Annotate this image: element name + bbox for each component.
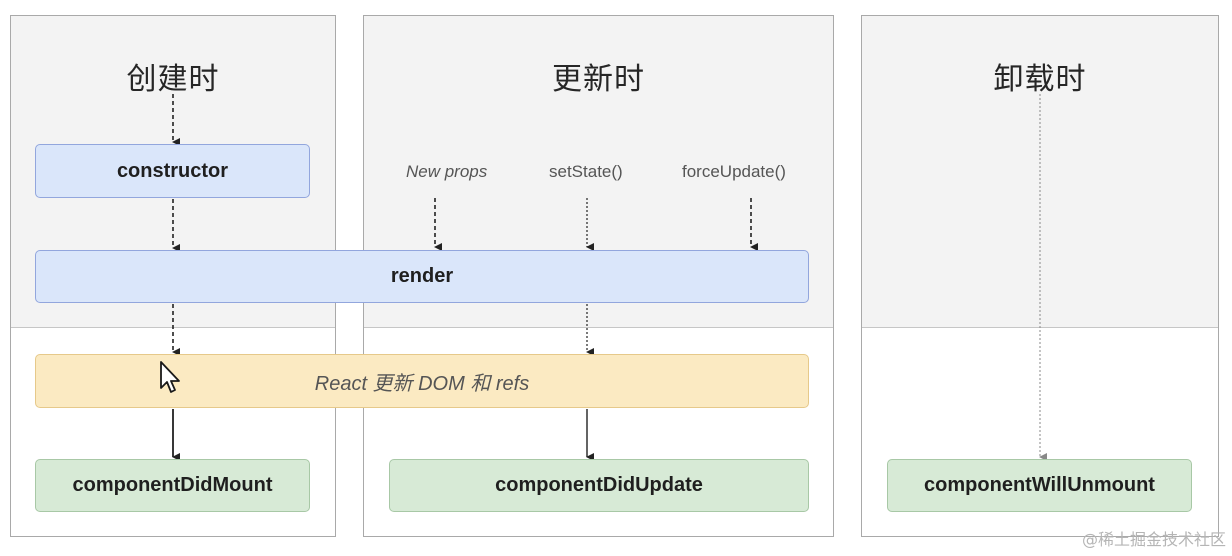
component-will-unmount-node: componentWillUnmount <box>887 459 1192 512</box>
mouse-cursor-icon <box>160 361 180 393</box>
mount-phase-title: 创建时 <box>126 62 220 97</box>
react-update-dom-node: React 更新 DOM 和 refs <box>35 354 809 408</box>
update-phase-title: 更新时 <box>552 62 645 97</box>
trigger-new-props: New props <box>406 162 488 181</box>
trigger-set-state: setState() <box>549 162 623 181</box>
component-did-update-node: componentDidUpdate <box>389 459 809 512</box>
watermark: @稀土掘金技术社区 <box>1081 530 1226 549</box>
component-did-mount-node: componentDidMount <box>35 459 310 512</box>
trigger-force-update: forceUpdate() <box>682 162 786 181</box>
constructor-node: constructor <box>35 144 310 198</box>
unmount-phase-title: 卸载时 <box>993 62 1087 97</box>
render-node: render <box>35 250 809 303</box>
phase-divider <box>364 327 833 328</box>
